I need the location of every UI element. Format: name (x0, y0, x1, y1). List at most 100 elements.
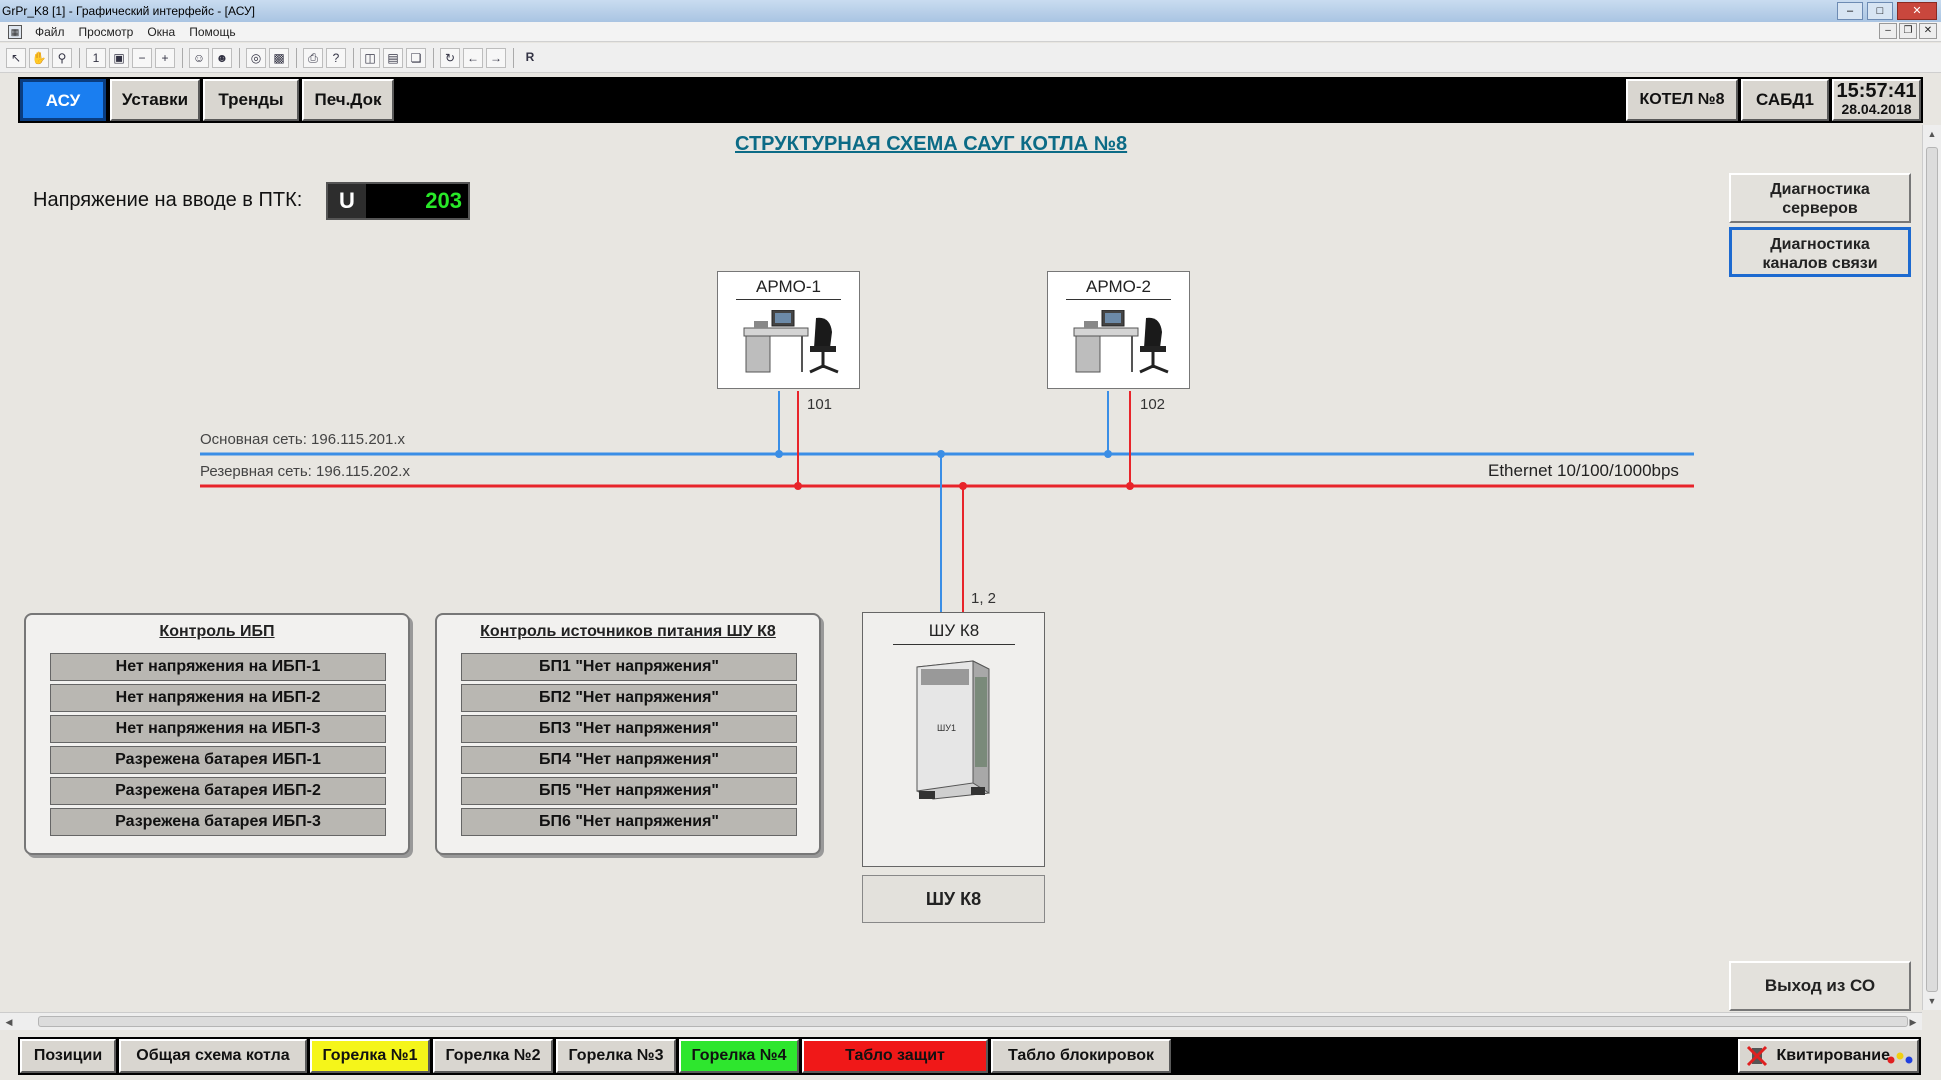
nav-burner-2[interactable]: Горелка №2 (433, 1039, 553, 1073)
control-cabinet[interactable]: ШУ К8 ШУ1 (862, 612, 1045, 867)
ups-status-row[interactable]: Разрежена батарея ИБП-2 (50, 777, 386, 805)
tab-asu[interactable]: АСУ (20, 79, 106, 121)
sabd-indicator: САБД1 (1741, 79, 1829, 121)
node-dot (775, 450, 783, 458)
workstation-address: 101 (807, 396, 833, 413)
power-source-row[interactable]: БП5 "Нет напряжения" (461, 777, 797, 805)
app-icon[interactable]: ▦ (8, 25, 22, 39)
toolbar-separator (239, 47, 240, 68)
ups-status-row[interactable]: Разрежена батарея ИБП-1 (50, 746, 386, 774)
cabinet-address: 1, 2 (971, 590, 997, 607)
menu-bar: ▦ Файл Просмотр Окна Помощь – ❐ ✕ (0, 22, 1941, 42)
network-diagram (200, 391, 1694, 612)
close-icon[interactable]: ✕ (1897, 2, 1937, 20)
cabinet-plate-label: ШУ1 (937, 723, 956, 733)
tab-trends[interactable]: Тренды (203, 79, 299, 121)
scroll-right-icon[interactable]: ▶ (1909, 1017, 1917, 1027)
nav-burner-1[interactable]: Горелка №1 (310, 1039, 430, 1073)
zoom-out-icon[interactable]: − (132, 47, 152, 68)
hand-icon[interactable]: ✋ (29, 47, 49, 68)
vertical-scrollbar[interactable]: ▲ ▼ (1922, 125, 1941, 1010)
toolbar-separator (79, 47, 80, 68)
maximize-icon[interactable]: □ (1867, 2, 1893, 20)
menu-view[interactable]: Просмотр (78, 25, 134, 39)
channels-diagnostics-line2: каналов связи (1762, 255, 1878, 272)
workstation-address: 102 (1140, 396, 1166, 413)
ups-status-row[interactable]: Разрежена батарея ИБП-3 (50, 808, 386, 836)
print-icon[interactable]: ⎙ (303, 47, 323, 68)
toolbar-separator (182, 47, 183, 68)
menu-windows[interactable]: Окна (147, 25, 176, 39)
arrow-right-icon[interactable]: → (486, 47, 506, 68)
magnifier-icon[interactable]: ⚲ (52, 47, 72, 68)
scroll-left-icon[interactable]: ◀ (5, 1017, 13, 1027)
mdi-restore-icon[interactable]: ❐ (1899, 23, 1917, 39)
horizontal-scrollbar[interactable]: ◀ ▶ (0, 1012, 1922, 1030)
tile-horizontal-icon[interactable]: ▤ (383, 47, 403, 68)
nav-burner-3[interactable]: Горелка №3 (556, 1039, 676, 1073)
minimize-icon[interactable]: – (1837, 2, 1863, 20)
window-controls: – □ ✕ (1837, 0, 1937, 22)
exit-button[interactable]: Выход из СО (1729, 961, 1911, 1011)
users-icon[interactable]: ☻ (212, 47, 232, 68)
mdi-close-icon[interactable]: ✕ (1919, 23, 1937, 39)
vertical-scroll-thumb[interactable] (1926, 147, 1938, 992)
power-source-row[interactable]: БП4 "Нет напряжения" (461, 746, 797, 774)
main-network-label: Основная сеть: 196.115.201.x (200, 431, 406, 448)
menu-help[interactable]: Помощь (189, 25, 236, 39)
zoom-actual-icon[interactable]: 1 (86, 47, 106, 68)
acknowledge-button[interactable]: Квитирование (1738, 1039, 1919, 1073)
cabinet-icon: ШУ1 (916, 660, 990, 800)
clock-time: 15:57:41 (1836, 80, 1917, 102)
workstation-armo2[interactable]: АРМО-2 (1047, 271, 1190, 389)
cascade-icon[interactable]: ❏ (406, 47, 426, 68)
ups-status-row[interactable]: Нет напряжения на ИБП-1 (50, 653, 386, 681)
clock: 15:57:41 28.04.2018 (1832, 79, 1921, 121)
nav-positions[interactable]: Позиции (20, 1039, 116, 1073)
nav-burner-4[interactable]: Горелка №4 (679, 1039, 799, 1073)
tab-print-docs[interactable]: Печ.Док (302, 79, 394, 121)
nav-interlock-board[interactable]: Табло блокировок (991, 1039, 1171, 1073)
power-source-row[interactable]: БП1 "Нет напряжения" (461, 653, 797, 681)
mute-icon (1746, 1045, 1768, 1067)
top-nav: АСУ Уставки Тренды Печ.Док КОТЕЛ №8 САБД… (18, 77, 1923, 123)
power-source-row[interactable]: БП3 "Нет напряжения" (461, 715, 797, 743)
servers-diagnostics-line1: Диагностика (1770, 181, 1870, 198)
node-dot (937, 450, 945, 458)
mdi-minimize-icon[interactable]: – (1879, 23, 1897, 39)
node-dot (959, 482, 967, 490)
workstation-label: АРМО-1 (736, 277, 841, 300)
zoom-fit-icon[interactable]: ▣ (109, 47, 129, 68)
tab-settings[interactable]: Уставки (110, 79, 200, 121)
ethernet-label: Ethernet 10/100/1000bps (1488, 461, 1679, 480)
scroll-down-icon[interactable]: ▼ (1927, 996, 1937, 1006)
horizontal-scroll-thumb[interactable] (38, 1016, 1908, 1027)
user-icon[interactable]: ☺ (189, 47, 209, 68)
channels-diagnostics-button[interactable]: Диагностика каналов связи (1729, 227, 1911, 277)
servers-diagnostics-button[interactable]: Диагностика серверов (1729, 173, 1911, 223)
arrow-left-icon[interactable]: ← (463, 47, 483, 68)
pointer-icon[interactable]: ↖ (6, 47, 26, 68)
scroll-up-icon[interactable]: ▲ (1927, 129, 1937, 139)
refresh-icon[interactable]: ↻ (440, 47, 460, 68)
ups-status-row[interactable]: Нет напряжения на ИБП-3 (50, 715, 386, 743)
schema-canvas: СТРУКТУРНАЯ СХЕМА САУГ КОТЛА №8 Напряжен… (0, 125, 1920, 1011)
zoom-in-icon[interactable]: + (155, 47, 175, 68)
workstation-armo1[interactable]: АРМО-1 (717, 271, 860, 389)
acknowledge-label: Квитирование (1776, 1047, 1891, 1064)
power-source-row[interactable]: БП6 "Нет напряжения" (461, 808, 797, 836)
node-dot (1104, 450, 1112, 458)
menu-file[interactable]: Файл (35, 25, 65, 39)
power-source-row[interactable]: БП2 "Нет напряжения" (461, 684, 797, 712)
nav-boiler-scheme[interactable]: Общая схема котла (119, 1039, 307, 1073)
r-button[interactable]: R (525, 49, 535, 64)
ups-control-panel: Контроль ИБП Нет напряжения на ИБП-1 Нет… (24, 613, 410, 855)
binoculars-icon[interactable]: ◎ (246, 47, 266, 68)
nav-protection-board[interactable]: Табло защит (802, 1039, 988, 1073)
ups-status-row[interactable]: Нет напряжения на ИБП-2 (50, 684, 386, 712)
save-icon[interactable]: ▩ (269, 47, 289, 68)
cabinet-label: ШУ К8 (893, 621, 1015, 645)
cabinet-button[interactable]: ШУ К8 (862, 875, 1045, 923)
help-icon[interactable]: ? (326, 47, 346, 68)
tile-vertical-icon[interactable]: ◫ (360, 47, 380, 68)
